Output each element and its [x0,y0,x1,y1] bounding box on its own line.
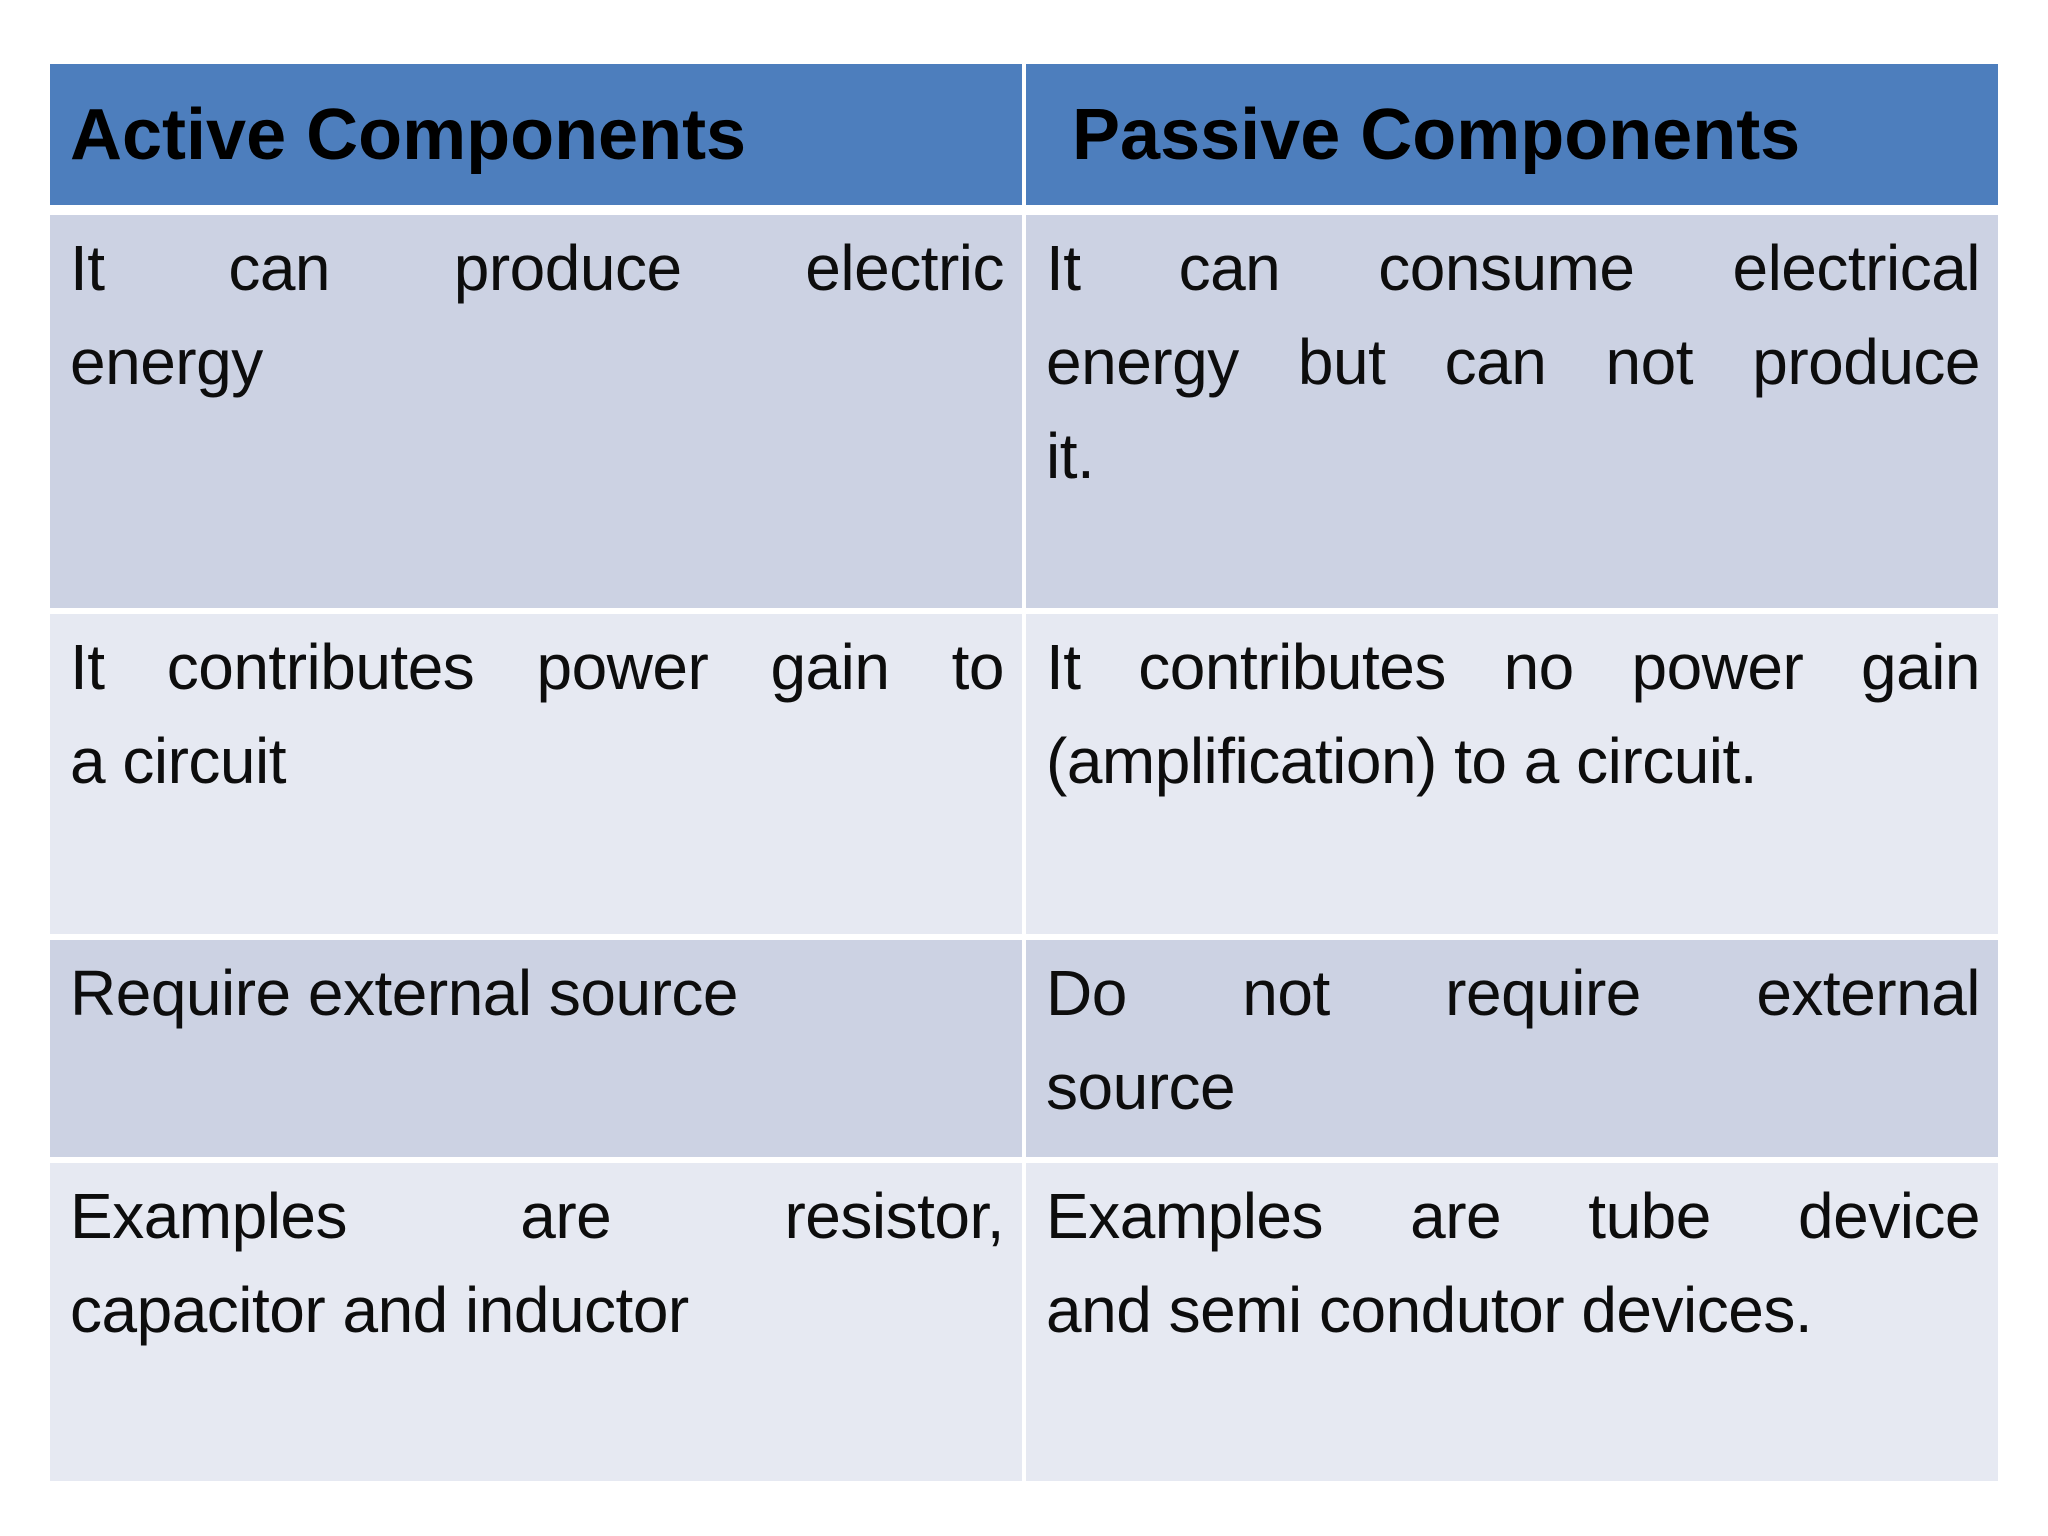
cell-passive-power-gain: It contributes no power gain (amplificat… [1026,614,1998,934]
table-row-power-gain: It contributes power gain to a circuit I… [50,614,1998,934]
cell-text-line: capacitor and inductor [70,1274,689,1346]
cell-active-external-source: Require external source [50,940,1022,1157]
cell-passive-energy: It can consume electrical energy but can… [1026,215,1998,608]
header-active-label: Active Components [70,94,747,175]
table-row-energy: It can produce electric energy It can co… [50,215,1998,608]
header-cell-passive: Passive Components [1026,64,1998,205]
cell-text-line: Require external source [70,957,738,1029]
cell-passive-external-source: Do not require external source [1026,940,1998,1157]
cell-text-line: Examples are tube device [1046,1180,1981,1252]
cell-text-line: It contributes power gain to [70,631,1005,703]
cell-text-line: It can consume electrical [1046,232,1981,304]
cell-text-line: it. [1046,420,1095,492]
cell-text-line: energy [70,326,263,398]
table-row-examples: Examples are resistor, capacitor and ind… [50,1163,1998,1481]
header-cell-active: Active Components [50,64,1022,205]
table-row-external-source: Require external source Do not require e… [50,940,1998,1157]
cell-passive-examples: Examples are tube device and semi condut… [1026,1163,1998,1481]
cell-text-line: Examples are resistor, [70,1180,1005,1252]
cell-active-examples: Examples are resistor, capacitor and ind… [50,1163,1022,1481]
cell-text-line: a circuit [70,725,287,797]
comparison-table: Active Components Passive Components It … [50,64,1998,1481]
cell-active-energy: It can produce electric energy [50,215,1022,608]
cell-text-line: source [1046,1051,1236,1123]
cell-text-line: It can produce electric [70,232,1005,304]
cell-text-line: Do not require external [1046,957,1981,1029]
cell-text-line: energy but can not produce [1046,326,1981,398]
cell-text-line: It contributes no power gain [1046,631,1981,703]
table-header-row: Active Components Passive Components [50,64,1998,205]
cell-active-power-gain: It contributes power gain to a circuit [50,614,1022,934]
header-passive-label: Passive Components [1072,94,1801,175]
cell-text-line: (amplification) to a circuit. [1046,725,1758,797]
cell-text-line: and semi condutor devices. [1046,1274,1813,1346]
